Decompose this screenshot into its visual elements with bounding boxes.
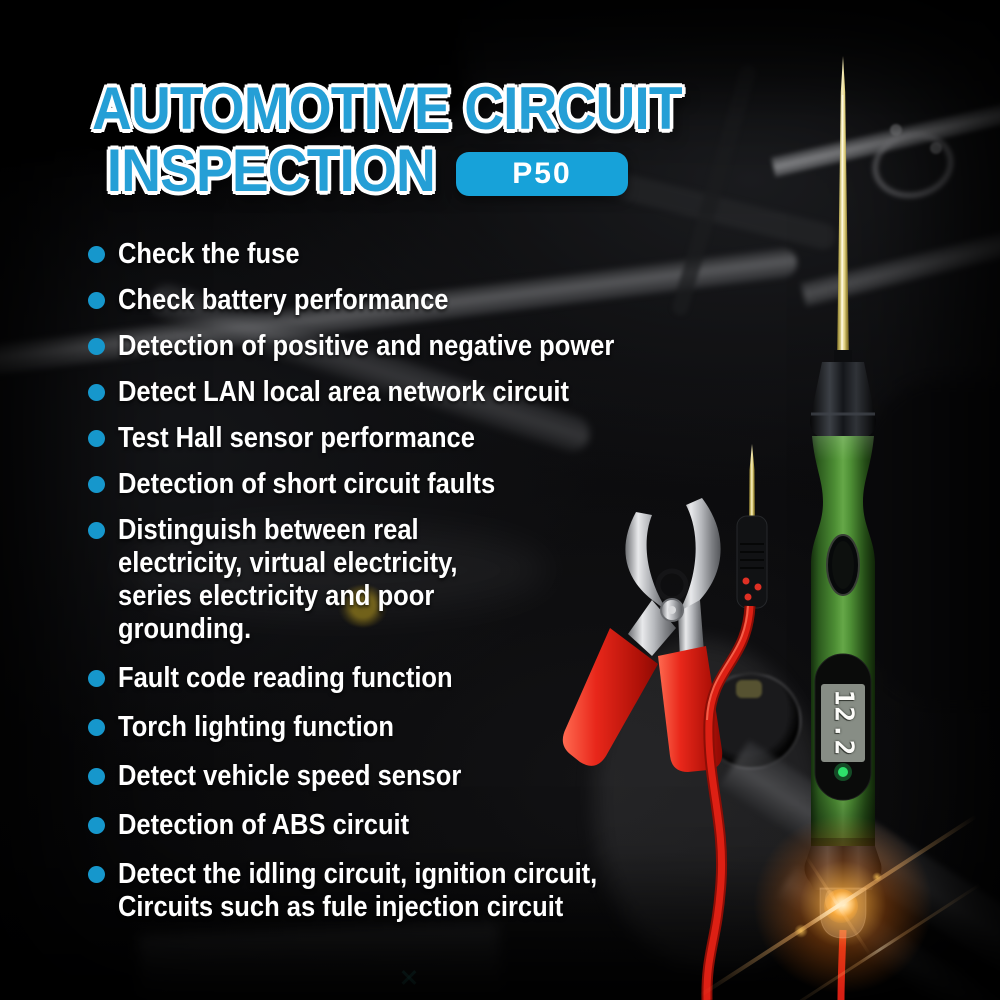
pen-bulb-light [824, 889, 858, 923]
pen-body [811, 436, 875, 846]
bullet-icon [88, 384, 105, 401]
feature-text: Detect vehicle speed sensor [118, 760, 462, 792]
feature-item: Detection of positive and negative power [88, 330, 788, 363]
feature-item: Test Hall sensor performance [88, 422, 788, 455]
pen-bulb [819, 887, 867, 939]
feature-text: Torch lighting function [118, 711, 394, 743]
pen-power-button [826, 534, 860, 596]
feature-text: Test Hall sensor performance [118, 422, 475, 454]
flare-dot [794, 924, 808, 938]
feature-item: Detect LAN local area network circuit [88, 376, 788, 409]
pen-probe-needle [836, 56, 850, 400]
pen-bulb-highlight [825, 890, 835, 910]
model-badge-label: P50 [512, 157, 572, 190]
feature-text: Detect LAN local area network circuit [118, 376, 569, 408]
bg-strut-mount [866, 124, 960, 206]
feature-item: Detection of ABS circuit [88, 809, 788, 842]
feature-text: Detect the idling circuit, ignition circ… [118, 858, 598, 923]
pen-ferrule [834, 350, 852, 368]
flare-streak-secondary [778, 882, 982, 1000]
model-badge: P50 [456, 152, 628, 196]
bullet-icon [88, 476, 105, 493]
flare-streak-cross [804, 854, 872, 957]
feature-item: Fault code reading function [88, 662, 788, 695]
pen-chuck [810, 362, 876, 438]
bg-rail-bottom-2 [775, 865, 1000, 1000]
bg-teal-mark [401, 970, 417, 985]
bg-intake-dark [850, 380, 1000, 700]
feature-list: Check the fuse Check battery performance… [88, 238, 788, 940]
bullet-icon [88, 670, 105, 687]
feature-text: Detection of positive and negative power [118, 330, 615, 362]
feature-item: Detect vehicle speed sensor [88, 760, 788, 793]
feature-text: Detection of short circuit faults [118, 468, 496, 500]
feature-item: Distinguish between real electricity, vi… [88, 514, 788, 646]
pen-lcd [821, 684, 865, 762]
bullet-icon [88, 768, 105, 785]
title-line-1: AUTOMOTIVE CIRCUIT [92, 75, 683, 142]
bg-strut-bar-2 [800, 227, 1000, 307]
bullet-icon [88, 866, 105, 883]
pen-display [814, 653, 872, 801]
feature-text: Detection of ABS circuit [118, 809, 410, 841]
feature-item: Detect the idling circuit, ignition circ… [88, 858, 788, 924]
bg-strut-bar [771, 99, 1000, 177]
feature-text: Check the fuse [118, 238, 300, 270]
feature-item: Check battery performance [88, 284, 788, 317]
pen-needle-highlight [841, 94, 844, 399]
pen-bezel [804, 846, 882, 890]
feature-text: Fault code reading function [118, 662, 453, 694]
bullet-icon [88, 817, 105, 834]
feature-item: Torch lighting function [88, 711, 788, 744]
lcd-value: 12.2 [828, 689, 858, 757]
bg-mount-stud-2 [930, 142, 942, 154]
pen-wire [837, 929, 847, 1000]
bullet-icon [88, 338, 105, 355]
pen-body-bottom-shadow [811, 838, 875, 846]
bg-teal-mark-2 [401, 970, 417, 985]
feature-text: Check battery performance [118, 284, 449, 316]
pen-body-shading [811, 436, 875, 846]
bullet-icon [88, 522, 105, 539]
bullet-icon [88, 430, 105, 447]
lcd-reading: 12.2 [821, 684, 865, 762]
bg-mount-stud [890, 124, 902, 136]
bullet-icon [88, 719, 105, 736]
bullet-icon [88, 246, 105, 263]
bullet-icon [88, 292, 105, 309]
pen-led [838, 767, 848, 777]
feature-item: Check the fuse [88, 238, 788, 271]
feature-item: Detection of short circuit faults [88, 468, 788, 501]
feature-text: Distinguish between real electricity, vi… [118, 514, 458, 645]
pen-led-glow [834, 763, 852, 781]
flare-dot [872, 872, 882, 882]
pen-button-inner [832, 541, 854, 589]
tester-pen [804, 56, 882, 1000]
